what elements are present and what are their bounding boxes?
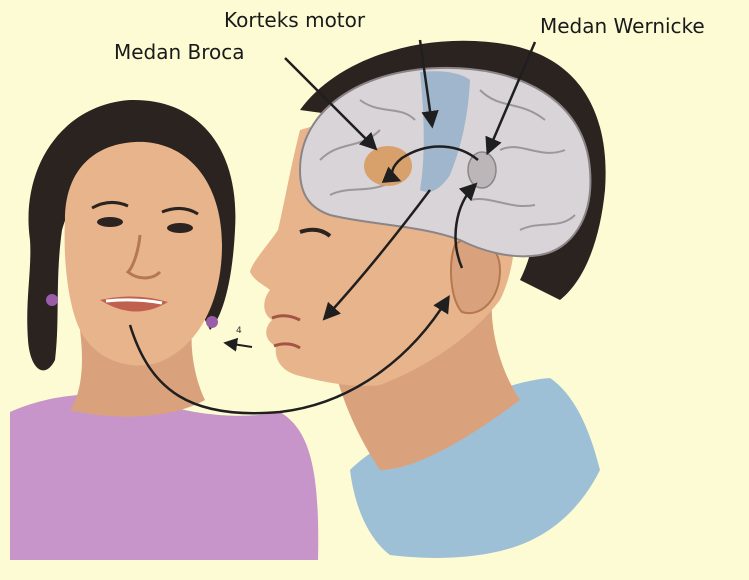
speech-step-marker: 4 (236, 326, 242, 336)
label-wernicke-area: Medan Wernicke (540, 16, 705, 36)
label-broca-area: Medan Broca (114, 42, 245, 62)
woman-shirt (10, 394, 318, 560)
label-motor-cortex: Korteks motor (224, 10, 365, 30)
woman-earring-left (46, 294, 58, 306)
woman-eye-left (97, 217, 123, 227)
wernicke-area-spot (468, 152, 496, 188)
woman-face (65, 142, 222, 366)
broca-area-spot (364, 146, 412, 186)
arrow-speech-out (226, 343, 252, 347)
woman-eye-right (167, 223, 193, 233)
woman-earring-right (206, 316, 218, 328)
